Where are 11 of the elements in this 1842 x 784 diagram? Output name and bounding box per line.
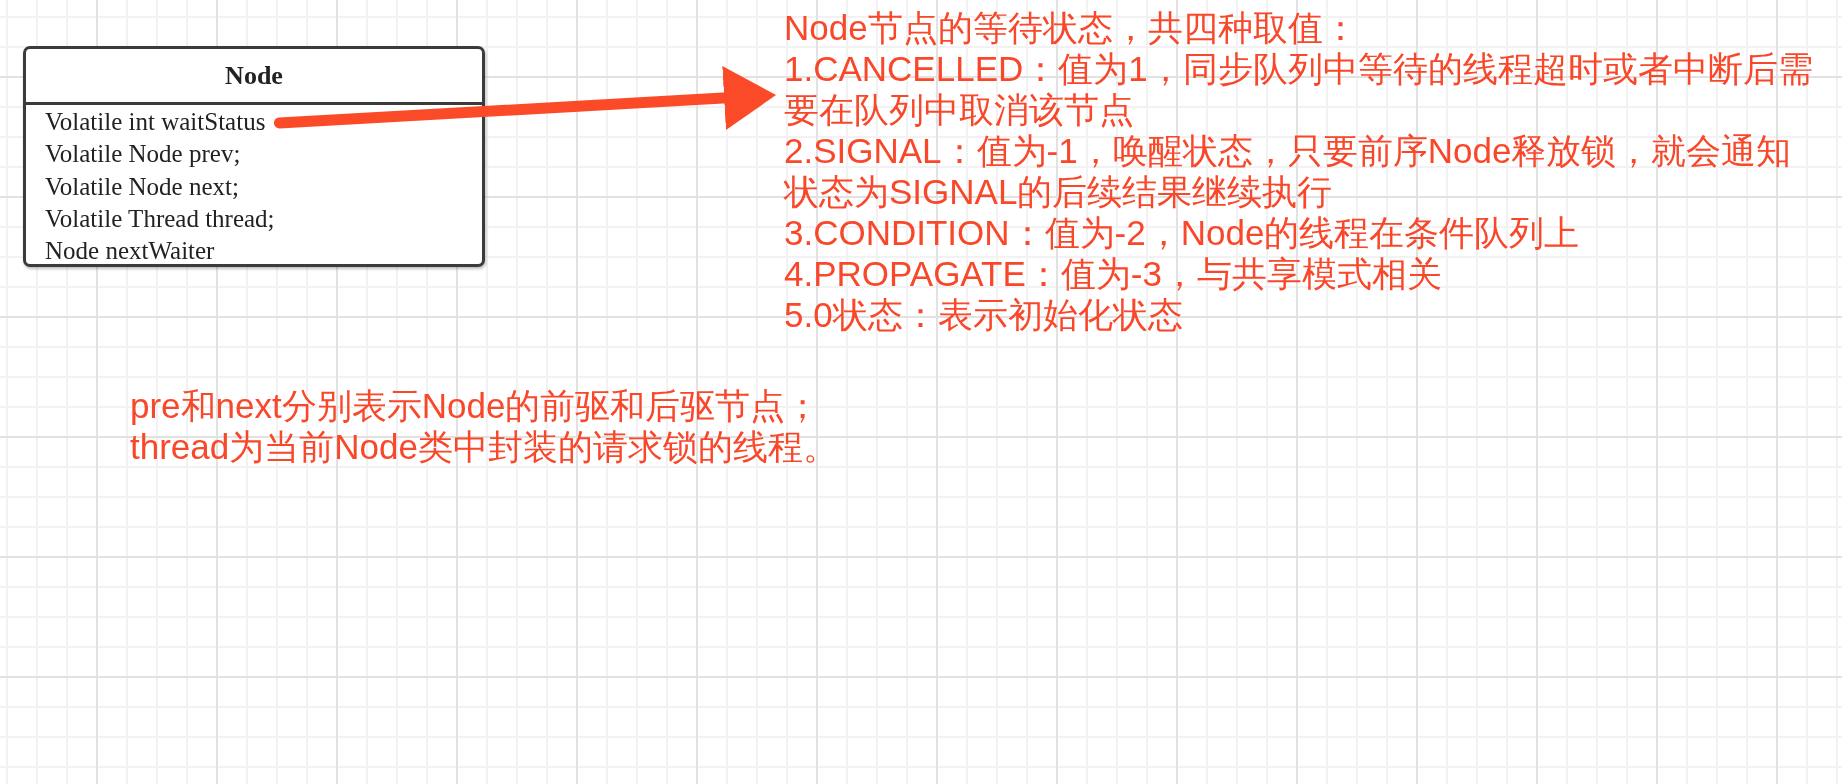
- note-text: pre和next分别表示Node的前驱和后驱节点；: [130, 385, 821, 426]
- field-text: Volatile Node next;: [45, 171, 239, 203]
- arrow: [273, 66, 777, 130]
- field-text: Node nextWaiter: [45, 235, 215, 267]
- field-text: Volatile Node prev;: [45, 138, 241, 170]
- note-text: thread为当前Node类中封装的请求锁的线程。: [130, 426, 838, 467]
- class-name: Node: [26, 49, 482, 105]
- note-text: Node节点的等待状态，共四种取值： 1.CANCELLED：值为1，同步队列中等待的线程超时或者中断后需要在队列中取消该节点 2.SIGNAL：值为-1，唤醒状态，只要前序Node释放锁，就会通知状态为SIGNAL的后续结果继续执行 3.CONDITION：值为-2，Node的线程在条件队列上 4.PROPAGATE：值为-3，与共享模式相关 5.0状态：表示初始化状态: [784, 7, 1824, 335]
- field-text: Volatile Thread thread;: [45, 203, 275, 235]
- class-box: [23, 46, 485, 267]
- field-text: Volatile int waitStatus: [45, 106, 266, 138]
